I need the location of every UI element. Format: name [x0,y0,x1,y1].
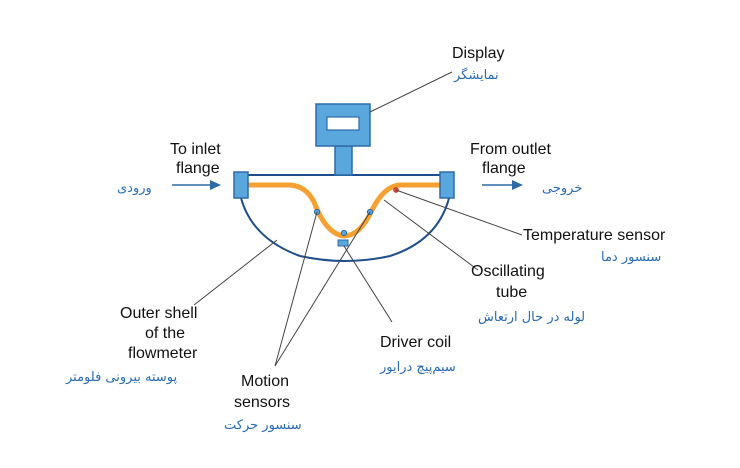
driver-label: Driver coil [380,334,451,351]
leader-driver [343,245,393,323]
outlet-arrow [482,180,523,190]
display-label: Display [452,45,504,62]
driver-dot [340,229,348,237]
temperature-label: Temperature sensor [523,227,666,244]
shell-label-line3: flowmeter [128,345,198,362]
outlet-label-line2: flange [482,160,526,177]
motion-label-fa: سنسور حرکت [224,418,302,433]
inlet-label-line1: To inlet [170,141,221,158]
leader-shell [193,239,278,306]
leader-temperature [395,189,523,236]
display-label-fa: نمایشگر [453,67,499,83]
leader-oscillating [383,199,479,271]
leader-lines [193,71,523,367]
outlet-flange [439,171,455,199]
inlet-arrow [172,180,221,190]
leader-display [369,71,453,113]
inlet-label-fa: ورودی [117,181,152,196]
oscillating-label-line2: tube [496,284,527,301]
leader-motion-left [274,211,318,367]
outer-shell [239,193,451,262]
inlet-label-line2: flange [176,160,220,177]
shell-label-line1: Outer shell [120,305,197,322]
oscillating-label-fa: لوله در حال ارتعاش [478,310,585,325]
oscillating-tube [243,182,447,239]
leader-motion-right [274,211,371,367]
inlet-flange [233,171,249,199]
shell-label-line2: of the [145,325,185,342]
display-screen [326,116,360,131]
motion-label-line1: Motion [241,373,289,390]
outlet-label-line1: From outlet [470,141,551,158]
driver-label-fa: سیم‌پیچ درایور [379,360,456,375]
motion-label-line2: sensors [234,394,290,411]
oscillating-label-line1: Oscillating [471,263,545,280]
driver-coil [337,239,349,247]
outlet-label-fa: خروجی [542,181,582,196]
shell-label-fa: پوسته بیرونی فلومتر [65,370,178,385]
temperature-label-fa: سنسور دما [601,250,661,265]
display-stem [334,145,353,176]
